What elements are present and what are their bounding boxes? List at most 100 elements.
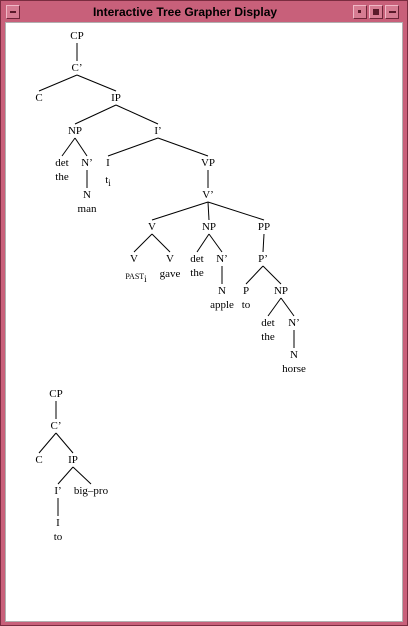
tree-node-label: IP [111,92,121,104]
tree-node-vp[interactable]: VP [201,157,215,169]
tree-node-ibar[interactable]: I’ [154,125,161,137]
tree-node-label: P’ [258,253,268,265]
tree-node-label: P [243,285,249,297]
tree-node-pbar[interactable]: P’ [258,253,268,265]
tree-node-label: N [83,189,91,201]
tree-node-label: C [35,454,42,466]
tree-node-the3[interactable]: the [261,331,275,343]
menu-bar-icon [10,11,16,13]
tree-node-pp[interactable]: PP [258,221,270,233]
tree-node-v3[interactable]: V [166,253,174,265]
close-button[interactable] [385,5,399,19]
tree-node-c2bar[interactable]: C’ [51,420,62,432]
tree-node-label: gave [160,268,181,280]
maximize-button[interactable] [369,5,383,19]
tree-node-to2[interactable]: to [54,531,63,543]
tree-branch [151,201,209,221]
tree-node-det3[interactable]: det [261,317,274,329]
tree-node-p[interactable]: P [243,285,249,297]
tree-node-label: V’ [202,189,214,201]
tree-node-label: PAST [125,272,144,281]
tree-node-label: man [78,203,97,215]
tree-node-cp[interactable]: CP [70,30,83,42]
tree-node-ip[interactable]: IP [111,92,121,104]
tree-node-label: N’ [288,317,300,329]
tree-node-to1[interactable]: to [242,299,251,311]
tree-node-label: apple [210,299,234,311]
tree-node-ti[interactable]: ti [105,174,111,188]
window-menu-button[interactable] [6,5,20,19]
tree-node-ip2[interactable]: IP [68,454,78,466]
tree-node-label: the [261,331,275,343]
tree-node-label: NP [68,125,82,137]
tree-branch [207,201,265,221]
tree-node-gave[interactable]: gave [160,268,181,280]
tree-node-i2bar[interactable]: I’ [54,485,61,497]
tree-node-c2[interactable]: C [35,454,42,466]
tree-branch [76,74,117,92]
tree-node-label: I’ [54,485,61,497]
tree-branch [262,265,282,285]
tree-node-label: to [54,531,63,543]
tree-node-n2[interactable]: N [218,285,226,297]
tree-node-np3[interactable]: NP [274,285,288,297]
tree-node-label: horse [282,363,306,375]
tree-node-label: I [56,517,60,529]
tree-node-label: N’ [216,253,228,265]
tree-node-bigpro[interactable]: big–pro [74,485,109,497]
tree-node-horse[interactable]: horse [282,363,306,375]
tree-node-label: IP [68,454,78,466]
tree-node-c[interactable]: C [35,92,42,104]
tree-node-np2[interactable]: NP [202,221,216,233]
tree-branch [115,104,159,125]
tree-branch [61,137,76,157]
tree-node-cp2[interactable]: CP [49,388,62,400]
tree-branch [151,233,171,253]
tree-node-label: I [106,157,110,169]
window-title: Interactive Tree Grapher Display [92,5,278,19]
tree-node-man[interactable]: man [78,203,97,215]
tree-node-subscript: i [108,178,111,188]
tree-node-the2[interactable]: the [190,267,204,279]
tree-node-v1[interactable]: V [148,221,156,233]
tree-node-n1bar[interactable]: N’ [81,157,93,169]
tree-node-n2bar[interactable]: N’ [216,253,228,265]
tree-node-past[interactable]: PASTi [125,272,147,284]
tree-branch [74,104,117,125]
tree-node-label: big–pro [74,485,109,497]
tree-branch [267,297,282,317]
tree-node-n3bar[interactable]: N’ [288,317,300,329]
tree-node-label: C’ [72,62,83,74]
tree-node-label: VP [201,157,215,169]
tree-branch [38,432,57,454]
minimize-button[interactable] [353,5,367,19]
tree-node-label: N [290,349,298,361]
tree-branch [133,233,153,253]
tree-node-label: V [166,253,174,265]
tree-node-det2[interactable]: det [190,253,203,265]
tree-node-i[interactable]: I [106,157,110,169]
tree-node-apple[interactable]: apple [210,299,234,311]
tree-branch [107,137,159,157]
title-bar[interactable]: Interactive Tree Grapher Display [5,4,403,21]
tree-node-vbar[interactable]: V’ [202,189,214,201]
tree-node-c1[interactable]: C’ [72,62,83,74]
tree-branch [38,74,78,92]
tree-branch [196,233,210,253]
tree-node-label: C [35,92,42,104]
tree-node-n3[interactable]: N [290,349,298,361]
tree-node-label: det [261,317,274,329]
tree-node-the1[interactable]: the [55,171,69,183]
tree-node-np1[interactable]: NP [68,125,82,137]
tree-node-label: t [105,174,108,186]
tree-node-det1[interactable]: det [55,157,68,169]
tree-node-label: V [148,221,156,233]
tree-node-v2[interactable]: V [130,253,138,265]
tree-node-n1[interactable]: N [83,189,91,201]
tree-node-i2[interactable]: I [56,517,60,529]
